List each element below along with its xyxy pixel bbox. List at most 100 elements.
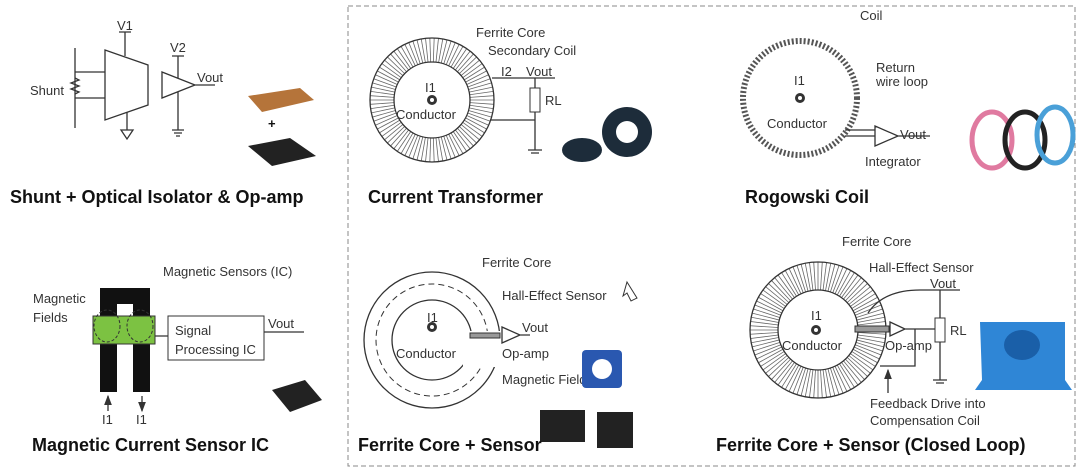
winding-line — [857, 316, 885, 323]
winding-line — [459, 56, 477, 74]
winding-line — [758, 348, 784, 364]
winding-line — [836, 270, 852, 296]
integrator-label: Integrator — [865, 154, 921, 169]
winding-line — [432, 137, 435, 162]
ferrite-sensor-diagram: I1 Conductor Ferrite Core Hall-Effect Se… — [358, 255, 638, 455]
winding-line — [760, 351, 785, 367]
winding-line — [400, 46, 414, 68]
winding-line — [438, 38, 444, 63]
winding-line — [845, 358, 865, 380]
v2-label: V2 — [170, 40, 186, 55]
winding-line — [443, 40, 452, 64]
winding-line — [781, 272, 797, 297]
mouse-cursor-icon — [622, 280, 638, 302]
winding-line — [469, 102, 494, 105]
winding-line — [796, 265, 807, 293]
winding-line — [457, 53, 474, 73]
winding-line — [762, 353, 786, 371]
winding-line — [804, 263, 811, 291]
winding-line — [848, 355, 871, 374]
winding-line — [781, 363, 797, 388]
winding-line — [750, 321, 779, 326]
magnetic-ic-diagram: Signal Processing IC Vout Magnetic Senso… — [32, 264, 322, 455]
winding-line — [440, 136, 448, 161]
shunt-title: Shunt + Optical Isolator & Op-amp — [10, 187, 304, 207]
ferrite-core-label: Ferrite Core — [482, 255, 551, 270]
winding-line — [854, 300, 880, 314]
winding-line — [809, 262, 814, 291]
winding-line — [408, 42, 419, 65]
secondary-coil-label: Secondary Coil — [488, 43, 576, 58]
winding-line — [370, 104, 395, 110]
winding-line — [809, 369, 814, 398]
v1-label: V1 — [117, 18, 133, 33]
rogowski-coil-diagram: I1 Conductor Coil Return wire loop Vout … — [740, 8, 1076, 207]
winding-line — [443, 136, 452, 160]
winding-line — [852, 296, 878, 312]
winding-line — [843, 360, 862, 383]
winding-line — [375, 74, 398, 85]
winding-line — [448, 133, 460, 156]
winding-line — [753, 308, 781, 319]
winding-line — [371, 107, 395, 114]
winding-line — [370, 95, 395, 98]
winding-line — [839, 363, 855, 388]
winding-line — [387, 126, 405, 144]
winding-line — [834, 268, 848, 294]
winding-line — [834, 366, 848, 392]
coil-winding-hatch — [370, 38, 494, 162]
winding-line — [390, 127, 407, 147]
winding-line — [825, 263, 832, 291]
winding-line — [371, 86, 395, 93]
winding-line — [788, 366, 802, 392]
op-amp-chip-photo — [248, 138, 316, 166]
winding-line — [377, 117, 399, 130]
winding-line — [467, 112, 491, 122]
winding-line — [857, 321, 886, 326]
fields-label-2: Fields — [33, 310, 68, 325]
winding-line — [756, 300, 782, 314]
winding-line — [850, 289, 874, 307]
winding-line — [857, 334, 886, 339]
winding-line — [455, 129, 471, 150]
winding-line — [396, 48, 412, 69]
winding-line — [372, 82, 396, 90]
winding-line — [752, 312, 780, 321]
winding-line — [843, 277, 862, 300]
sensor-photo-2 — [540, 410, 585, 442]
winding-line — [820, 369, 823, 398]
winding-line — [370, 102, 395, 105]
winding-line — [460, 124, 480, 141]
sensor-photo-3 — [597, 412, 633, 448]
winding-line — [452, 131, 468, 152]
plus-sign: + — [268, 116, 276, 131]
winding-line — [832, 367, 844, 394]
winding-line — [841, 362, 859, 386]
winding-line — [796, 367, 807, 395]
vout-label: Vout — [197, 70, 223, 85]
winding-line — [438, 137, 444, 162]
winding-line — [455, 50, 471, 71]
winding-line — [854, 346, 880, 360]
winding-line — [469, 90, 494, 96]
current-transformer-diagram: I1 Conductor Ferrite Core Secondary Coil… — [368, 25, 652, 207]
winding-line — [465, 70, 487, 83]
winding-line — [851, 351, 876, 367]
opamp-label: Op-amp — [885, 338, 932, 353]
winding-line — [848, 286, 871, 305]
winding-line — [777, 362, 795, 386]
winding-line — [771, 280, 791, 302]
winding-line — [784, 364, 800, 390]
winding-line — [784, 270, 800, 296]
winding-line — [856, 339, 884, 348]
winding-line — [462, 63, 483, 78]
winding-line — [760, 293, 785, 309]
winding-line — [384, 59, 404, 76]
ferrite-sensor-title: Ferrite Core + Sensor — [358, 435, 542, 455]
winding-line — [464, 119, 485, 134]
winding-line — [379, 119, 400, 134]
winding-line — [396, 131, 412, 152]
winding-line — [792, 266, 804, 293]
winding-line — [466, 115, 489, 126]
winding-line — [412, 136, 421, 160]
